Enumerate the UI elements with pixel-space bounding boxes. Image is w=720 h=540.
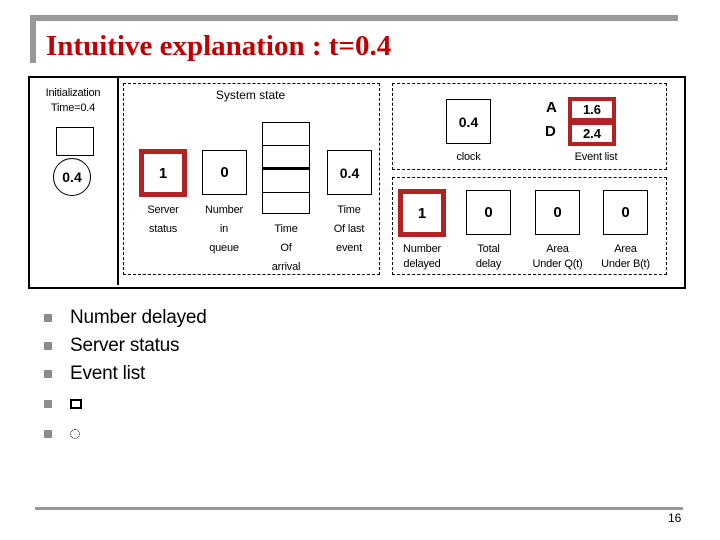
frame-divider-line	[117, 76, 119, 285]
time-of-arrival-stack	[262, 122, 310, 214]
clock-panel	[392, 83, 667, 170]
bullet-label: Event list	[70, 363, 146, 384]
time-of-arrival-label: Time Of arrival	[271, 223, 301, 273]
top-accent-bar	[30, 15, 678, 21]
initialization-label: Initialization Time=0.4	[45, 87, 101, 114]
number-delayed-box: 1	[398, 189, 446, 237]
initialization-time-circle: 0.4	[53, 158, 91, 196]
bullet-square-icon	[44, 400, 52, 408]
counters-panel	[392, 177, 667, 275]
footer-divider-bar	[35, 507, 683, 510]
bullet-label: Server status	[70, 335, 180, 356]
area-under-qt-box: 0	[535, 190, 580, 235]
left-accent-bar	[30, 15, 36, 63]
list-item: Number delayed	[44, 306, 207, 330]
page-number: 16	[668, 511, 682, 525]
time-of-last-event-box: 0.4	[327, 150, 372, 195]
area-under-bt-label: Area Under B(t)	[601, 243, 650, 270]
list-item	[44, 422, 80, 446]
bullet-square-icon	[44, 430, 52, 438]
number-delayed-label: Number delayed	[403, 243, 441, 270]
event-time-arrival-box: 1.6	[568, 97, 616, 122]
stack-divider	[263, 192, 309, 193]
initialization-empty-box	[56, 127, 94, 156]
square-shape-icon	[70, 399, 82, 409]
clock-box: 0.4	[446, 99, 491, 144]
circle-shape-icon	[70, 429, 80, 439]
event-type-departure: D	[545, 123, 556, 140]
total-delay-box: 0	[466, 190, 511, 235]
system-state-panel	[123, 83, 380, 275]
list-item: Event list	[44, 362, 145, 386]
total-delay-label: Total delay	[475, 243, 502, 270]
time-of-last-event-label: Time Of last event	[333, 204, 365, 254]
number-in-queue-label: Number in queue	[205, 204, 243, 254]
system-state-title: System state	[215, 88, 286, 102]
bullet-square-icon	[44, 370, 52, 378]
stack-divider	[263, 145, 309, 146]
bullet-square-icon	[44, 342, 52, 350]
server-status-box: 1	[139, 149, 187, 197]
bullet-square-icon	[44, 314, 52, 322]
area-under-bt-box: 0	[603, 190, 648, 235]
server-status-label: Server status	[147, 204, 179, 235]
list-item	[44, 392, 82, 416]
number-in-queue-box: 0	[202, 150, 247, 195]
stack-divider-thick	[263, 167, 309, 170]
bullet-label: Number delayed	[70, 307, 207, 328]
event-list-label: Event list	[574, 151, 618, 163]
list-item: Server status	[44, 334, 180, 358]
event-type-arrival: A	[546, 99, 557, 116]
area-under-qt-label: Area Under Q(t)	[532, 243, 583, 270]
page-title: Intuitive explanation : t=0.4	[46, 30, 392, 62]
event-time-departure-box: 2.4	[568, 121, 616, 146]
clock-label: clock	[456, 151, 481, 163]
